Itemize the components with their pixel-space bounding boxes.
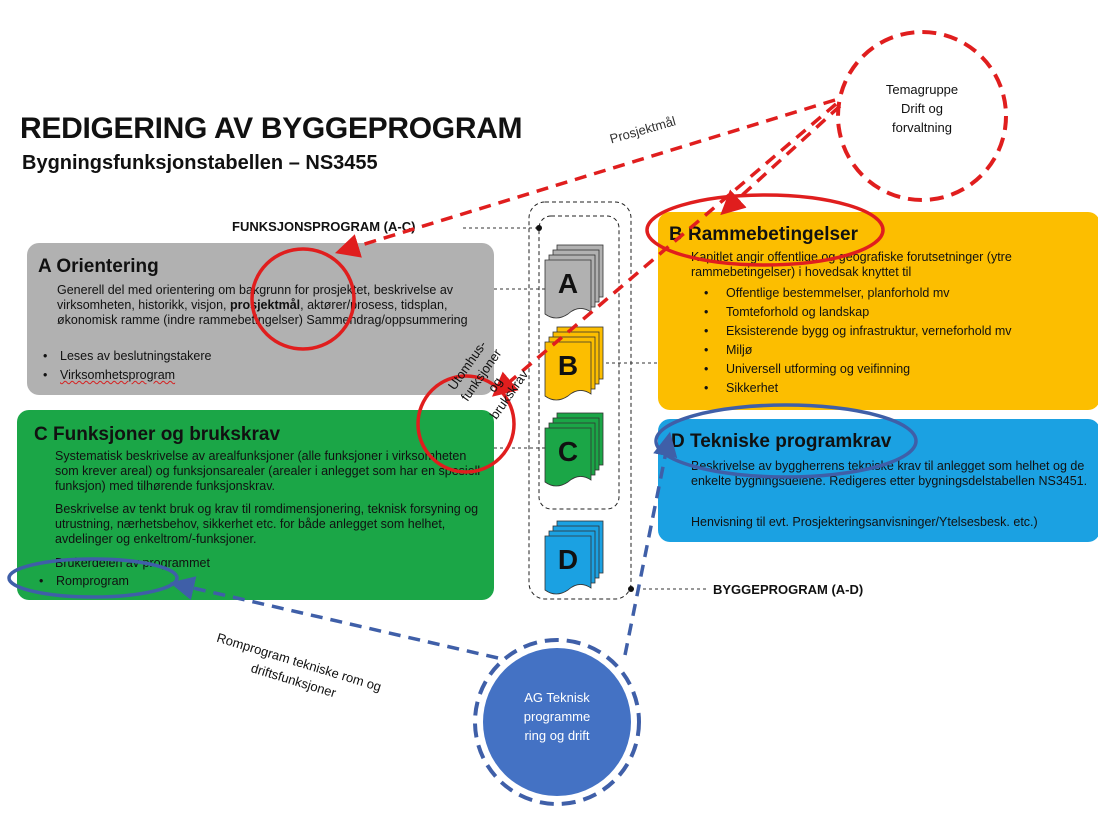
doc-icon-b bbox=[544, 326, 604, 401]
funksjonsprogram-label: FUNKSJONSPROGRAM (A-C) bbox=[232, 219, 416, 234]
box-b-bullet: Offentlige bestemmelser, planforhold mv bbox=[704, 284, 1012, 303]
box-b-letter: B bbox=[669, 224, 683, 245]
box-b-bullet: Universell utforming og veifinning bbox=[704, 360, 1012, 379]
box-c-list: Romprogram bbox=[39, 572, 129, 591]
box-d-body-2: Henvisning til evt. Prosjekteringsanvisn… bbox=[691, 515, 1038, 529]
box-c-bullet: Romprogram bbox=[39, 572, 129, 591]
temagruppe-circle bbox=[836, 30, 1008, 202]
doc-icon-c bbox=[544, 412, 604, 487]
box-d-tekniske: D Tekniske programkrav Beskrivelse av by… bbox=[658, 419, 1098, 542]
doc-letter-a: A bbox=[557, 268, 579, 299]
doc-icon-a bbox=[544, 244, 604, 319]
doc-letter-d: D bbox=[557, 544, 579, 575]
arrow-utomhus bbox=[492, 102, 838, 397]
arrow-tekniske bbox=[623, 431, 678, 656]
funksjonsprogram-bracket bbox=[538, 215, 620, 510]
box-a-bullet: Leses av beslutningstakere bbox=[43, 347, 212, 366]
box-c-body-1: Systematisk beskrivelse av arealfunksjon… bbox=[55, 449, 481, 493]
box-d-title: Tekniske programkrav bbox=[690, 431, 892, 452]
box-b-bullet: Eksisterende bygg og infrastruktur, vern… bbox=[704, 322, 1012, 341]
box-b-bullet: Sikkerhet bbox=[704, 379, 1012, 398]
box-c-letter: C bbox=[34, 424, 48, 445]
box-b-title: Rammebetingelser bbox=[688, 224, 859, 245]
box-a-bullet: Virksomhetsprogram bbox=[43, 366, 211, 385]
highlight-rammebetingelser bbox=[645, 193, 885, 267]
temagruppe-text: Temagruppe Drift og forvaltning bbox=[885, 82, 959, 135]
doc-letter-c: C bbox=[557, 436, 579, 467]
box-c-body-2: Beskrivelse av tenkt bruk og krav til ro… bbox=[55, 502, 479, 546]
box-a-title: Orientering bbox=[56, 256, 159, 277]
box-b-bullet: Tomteforhold og landskap bbox=[704, 303, 1012, 322]
box-a-list: Leses av beslutningstakere Virksomhetspr… bbox=[43, 347, 212, 385]
box-a-letter: A bbox=[38, 256, 52, 277]
ag-circle bbox=[483, 648, 631, 796]
box-b-list: Offentlige bestemmelser, planforhold mv … bbox=[704, 284, 1012, 398]
box-c-funksjoner: C Funksjoner og brukskrav Systematisk be… bbox=[17, 410, 494, 600]
byggeprogram-label: BYGGEPROGRAM (A-D) bbox=[713, 582, 864, 597]
doc-letter-b: B bbox=[557, 350, 579, 381]
arrow-romprogram bbox=[169, 576, 499, 660]
byggeprogram-bracket bbox=[528, 201, 632, 600]
highlight-tekniske bbox=[654, 403, 918, 479]
box-c-heading: C Funksjoner og brukskrav bbox=[34, 424, 280, 446]
box-c-title: Funksjoner og brukskrav bbox=[53, 424, 281, 445]
box-b-bullet: Miljø bbox=[704, 341, 1012, 360]
arrow-rammebetingelser bbox=[720, 104, 842, 216]
arrow-prosjektmaal bbox=[334, 98, 836, 258]
doc-icon-d bbox=[544, 520, 604, 595]
highlight-prosjektmaal bbox=[250, 247, 356, 351]
box-b-body: Kapitlet angir offentlige og geografiske… bbox=[691, 250, 1012, 279]
page-title: REDIGERING AV BYGGEPROGRAM bbox=[20, 112, 523, 145]
ag-text: AG Teknisk programme ring og drift bbox=[523, 690, 591, 743]
page-subtitle: Bygningsfunksjonstabellen – NS3455 bbox=[22, 152, 378, 174]
highlight-utomhus bbox=[416, 374, 516, 474]
box-b-heading: B Rammebetingelser bbox=[669, 224, 858, 246]
box-b-rammebetingelser: B Rammebetingelser Kapitlet angir offent… bbox=[658, 212, 1098, 410]
box-a-heading: A Orientering bbox=[38, 256, 159, 278]
highlight-romprogram bbox=[7, 557, 179, 599]
